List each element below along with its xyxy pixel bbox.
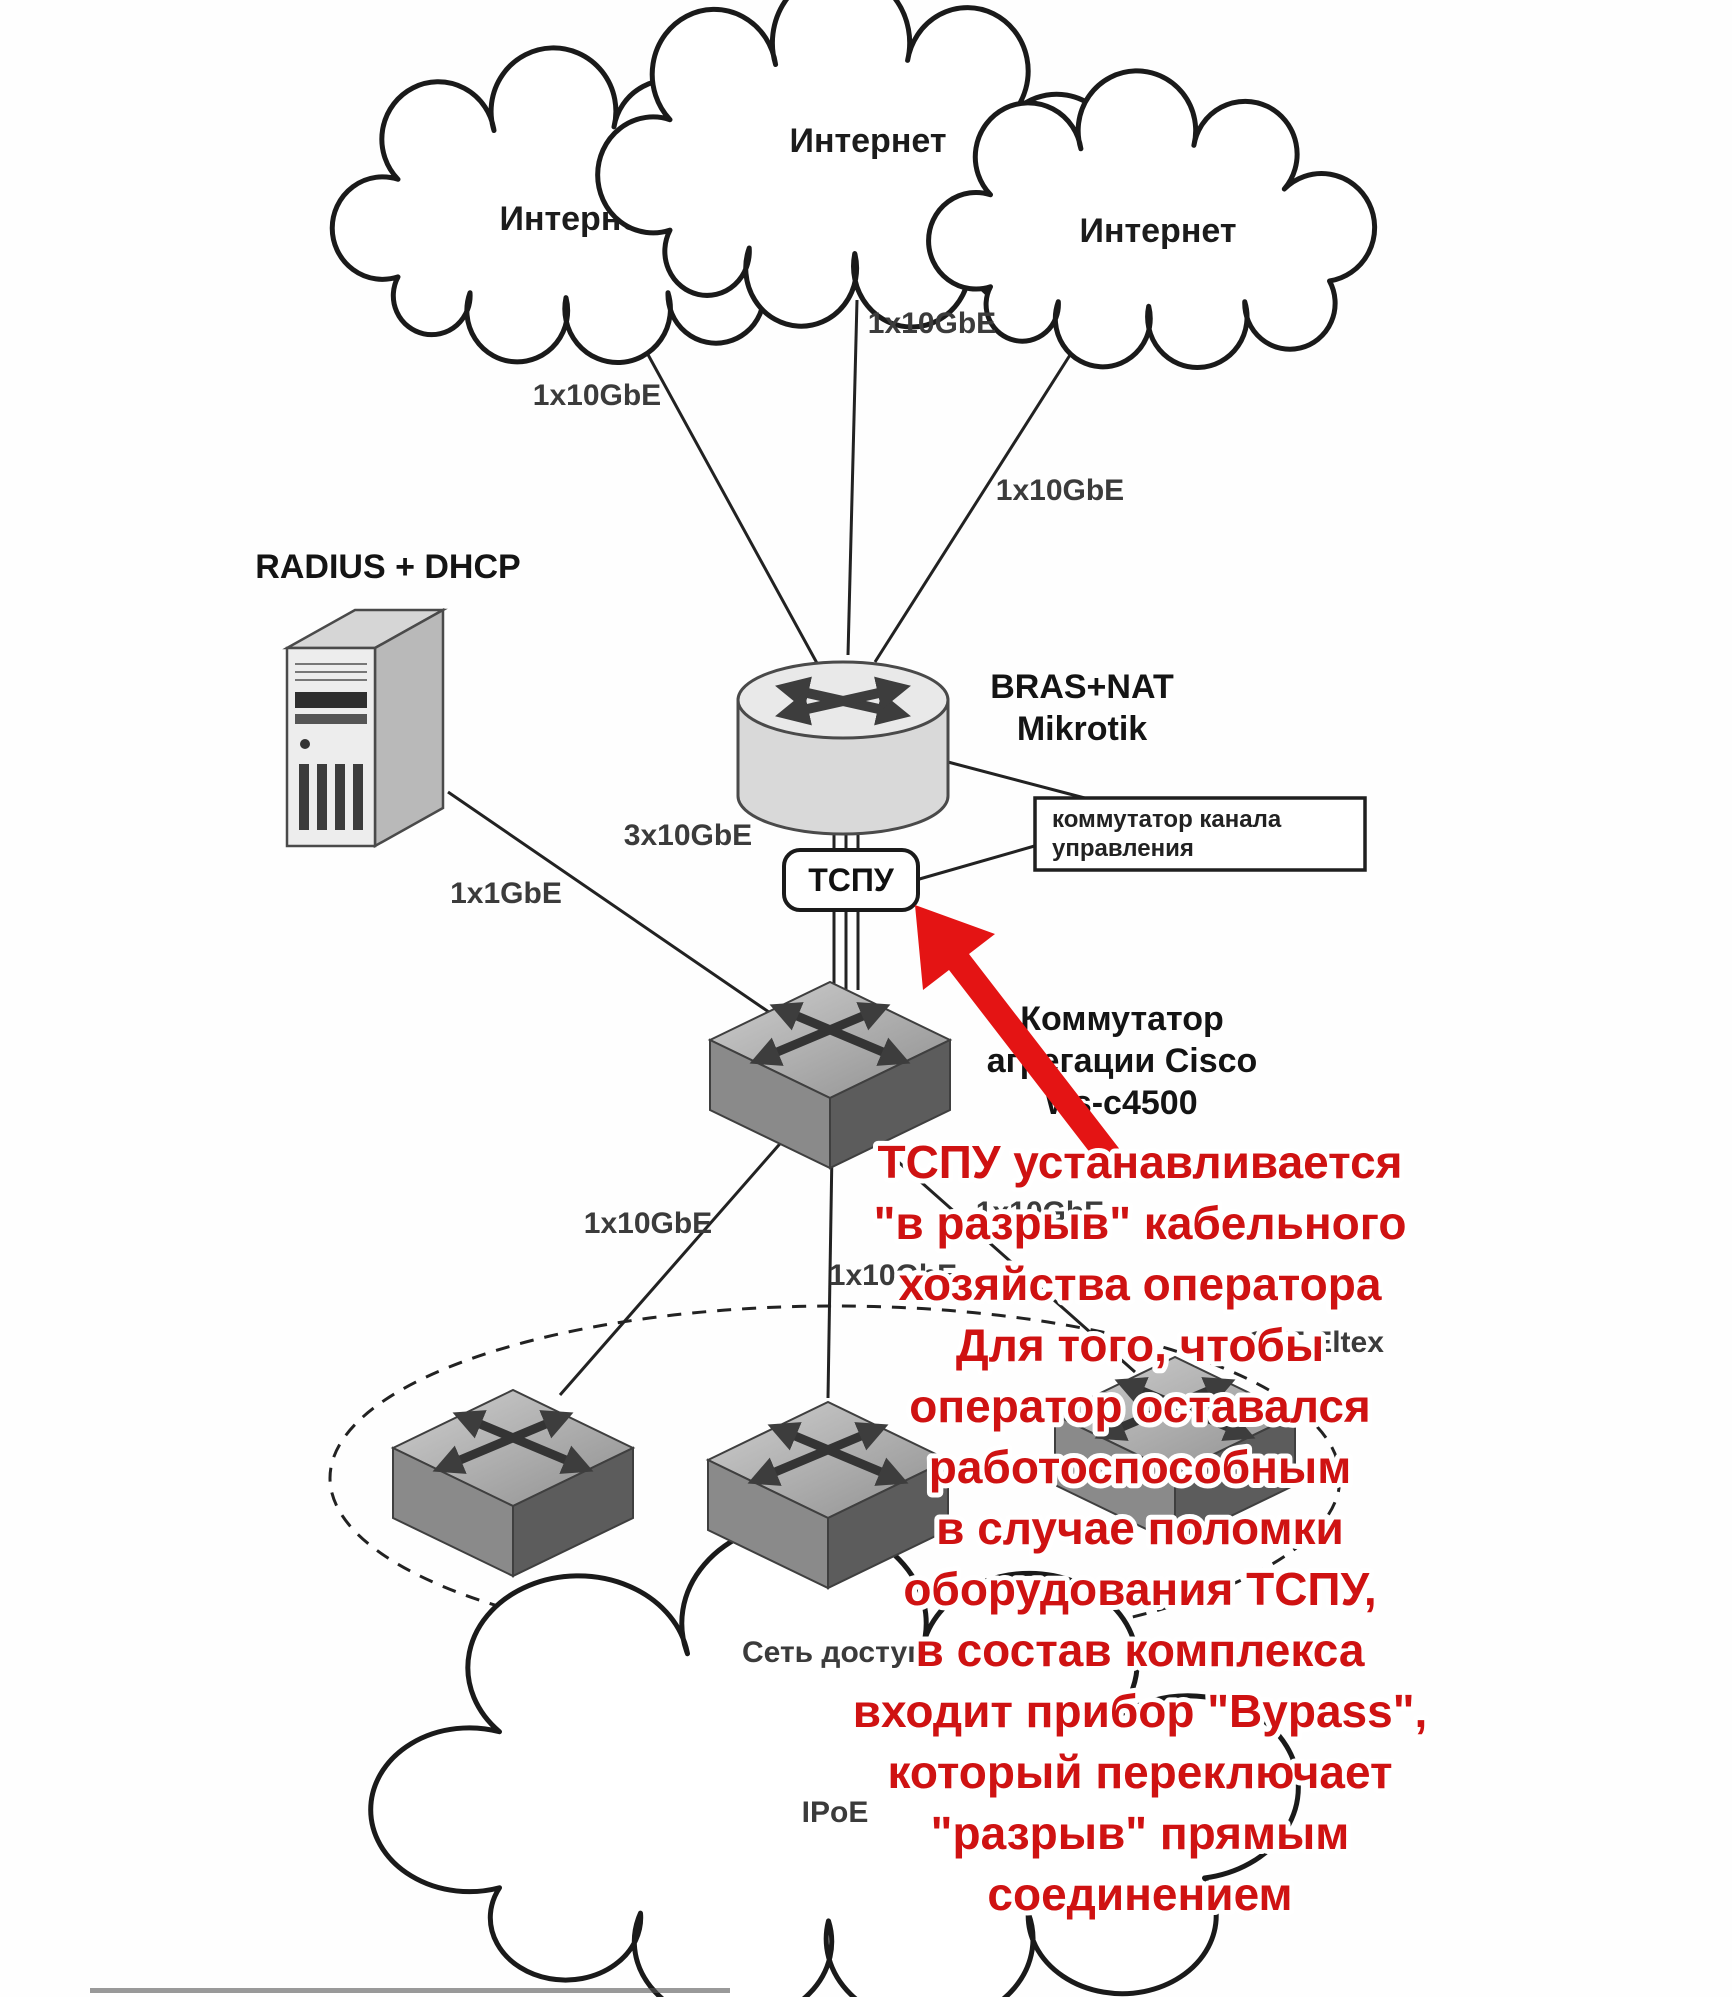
link-cloud2-router — [846, 299, 859, 656]
link-label-cloud1: 1x10GbE — [533, 379, 661, 412]
internet-cloud-2: Интернет — [598, 0, 1119, 327]
radius-label: RADIUS + DHCP — [255, 548, 520, 586]
link-tspu-agg-triple — [832, 910, 860, 990]
power-button-icon — [300, 739, 310, 749]
link-cloud1-router — [638, 339, 820, 666]
internet-cloud-3: Интернет — [929, 71, 1375, 368]
annotation-line: оборудования ТСПУ, — [903, 1563, 1376, 1615]
annotation-line: входит прибор "Bypass", — [853, 1685, 1428, 1737]
tspu-label: ТСПУ — [808, 862, 895, 898]
link-router-mgmt — [947, 760, 1101, 804]
bras-label-line1: BRAS+NAT — [990, 668, 1174, 706]
radius-server — [282, 607, 448, 849]
annotation-line: в случае поломки — [936, 1502, 1344, 1554]
link-label-cloud3: 1x10GbE — [996, 474, 1124, 507]
drive-bay — [295, 692, 367, 708]
annotation-line: "в разрыв" кабельного — [874, 1197, 1407, 1249]
olt-label: OLT Eltex — [1246, 1326, 1384, 1359]
agg-label-line1: Коммутатор — [1020, 1000, 1224, 1038]
bras-router — [736, 660, 950, 836]
annotation-line: работоспособным — [929, 1441, 1352, 1493]
link-agg-middle-switch — [826, 1149, 834, 1399]
access-ring-ellipse — [328, 1304, 1342, 1652]
annotation-line: Для того, чтобы — [956, 1319, 1324, 1371]
tspu-box: ТСПУ — [782, 848, 920, 912]
link-radius-agg — [447, 790, 796, 1032]
access-network-label: Сеть доступа — [742, 1636, 942, 1669]
link-cloud3-router — [873, 354, 1072, 663]
link-agg-left-switch — [558, 1129, 794, 1396]
annotation-block: ТСПУ устанавливается "в разрыв" кабельно… — [848, 1131, 1433, 1925]
link-label-router-tspu: 3x10GbE — [624, 819, 752, 852]
link-label-agg-mid: 1x10GbE — [829, 1259, 957, 1292]
annotation-line: хозяйства оператора — [899, 1258, 1382, 1310]
drive-bay — [295, 714, 367, 724]
annotation-line: ТСПУ устанавливается — [877, 1136, 1402, 1188]
link-agg-olt — [867, 1133, 1136, 1374]
ipoe-label: IPoE — [802, 1796, 869, 1829]
annotation-line: соединением — [987, 1868, 1292, 1920]
access-switch-left — [393, 1390, 633, 1576]
scan-artifact — [90, 1988, 730, 1993]
mgmt-label-line1: коммутатор канала — [1052, 806, 1282, 833]
cloud-label: Интернет — [1080, 212, 1237, 250]
link-label-agg-olt: 1x10GbE — [976, 1196, 1104, 1229]
cloud-label: Интернет — [790, 122, 947, 160]
tspu-pointer-arrow — [915, 905, 1128, 1176]
annotation-line: "разрыв" прямым — [931, 1807, 1350, 1859]
annotation-line: который переключает — [887, 1746, 1392, 1798]
annotation-line: в состав комплекса — [916, 1624, 1365, 1676]
bras-label-line2: Mikrotik — [1017, 710, 1147, 748]
annotation-line: оператор оставался — [909, 1380, 1371, 1432]
link-label-agg-left: 1x10GbE — [584, 1207, 712, 1240]
link-tspu-mgmt — [915, 843, 1039, 882]
link-label-cloud2: 1x10GbE — [868, 307, 996, 340]
link-label-radius-agg: 1x1GbE — [450, 877, 562, 910]
mgmt-channel-switch-box: коммутатор канала управления — [1033, 796, 1367, 872]
mgmt-label-line2: управления — [1052, 835, 1194, 862]
